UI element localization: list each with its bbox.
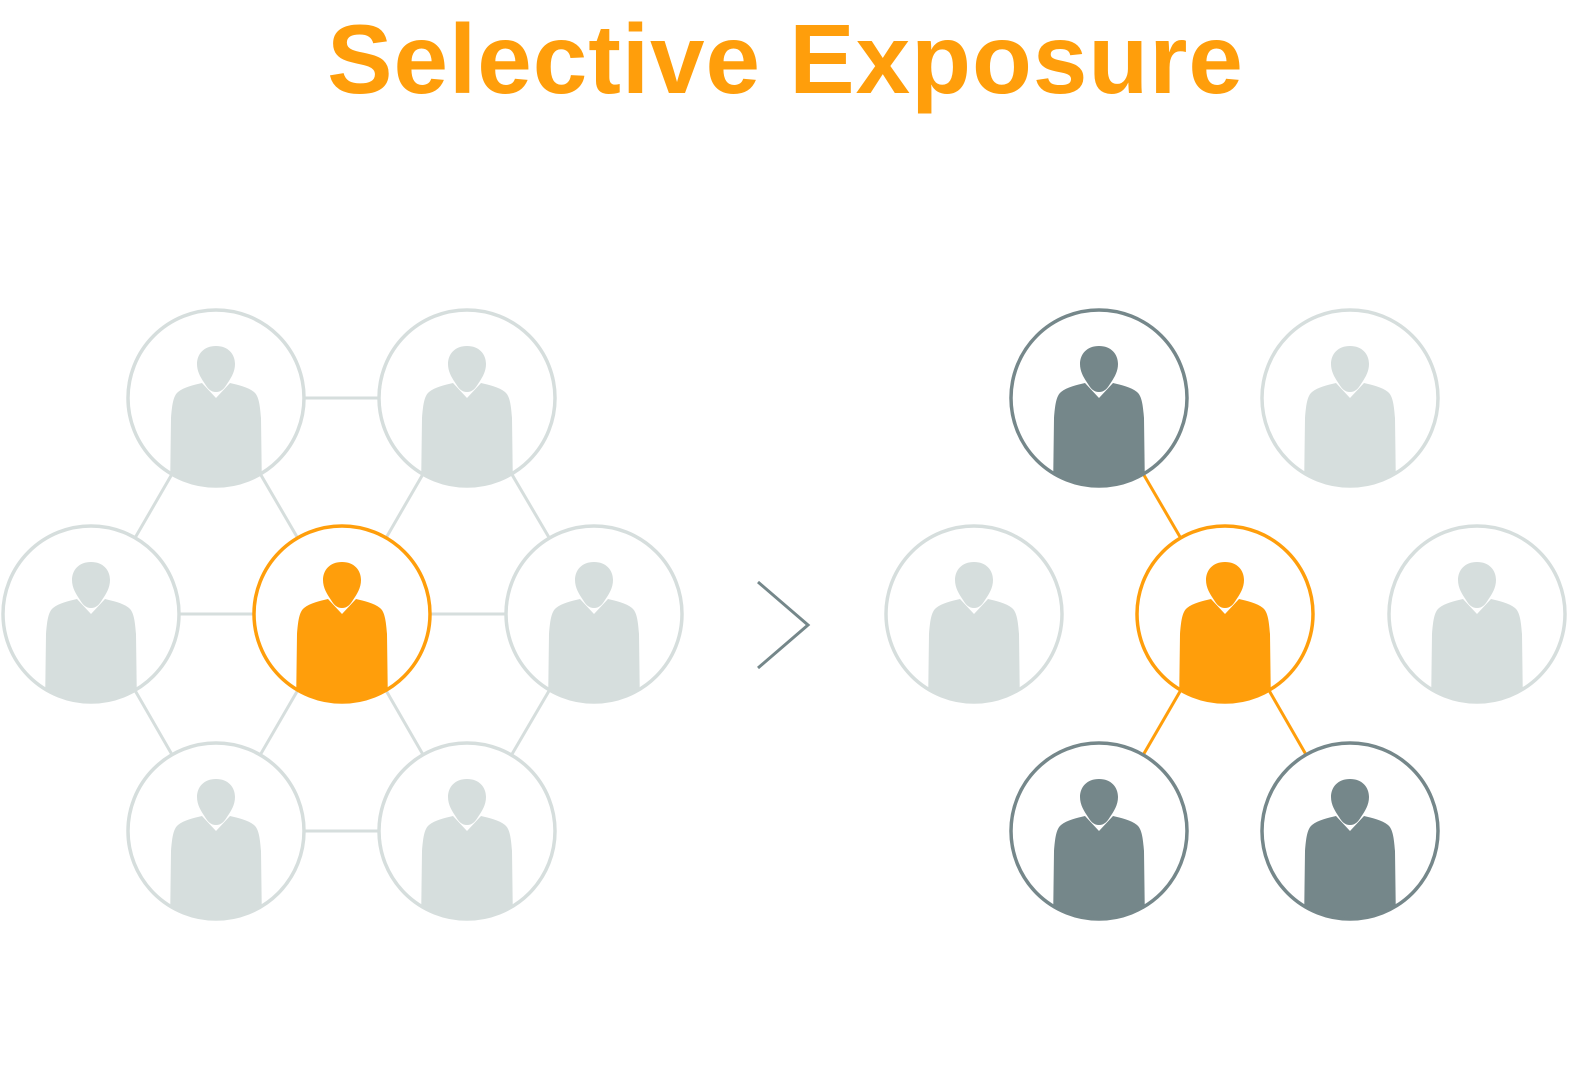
person-node-inactive	[1387, 524, 1567, 704]
person-icon	[45, 562, 137, 701]
chevron-right-icon	[757, 580, 811, 670]
person-icon	[170, 346, 262, 485]
person-icon	[1431, 562, 1523, 701]
person-icon	[421, 779, 513, 918]
network-after	[884, 308, 1567, 921]
person-node-connected	[1009, 308, 1189, 488]
person-icon	[1053, 346, 1145, 485]
person-node-inactive	[126, 741, 306, 921]
person-icon	[1053, 779, 1145, 918]
person-node-inactive	[126, 308, 306, 488]
person-icon	[170, 779, 262, 918]
person-icon	[1179, 562, 1271, 701]
person-node-inactive	[1260, 308, 1440, 488]
person-icon	[421, 346, 513, 485]
person-node-selected	[1135, 524, 1315, 704]
person-icon	[1304, 346, 1396, 485]
person-icon	[548, 562, 640, 701]
network-before	[1, 308, 684, 921]
person-node-inactive	[377, 741, 557, 921]
person-node-connected	[1260, 741, 1440, 921]
person-icon	[928, 562, 1020, 701]
person-node-inactive	[1, 524, 181, 704]
person-icon	[296, 562, 388, 701]
person-node-inactive	[377, 308, 557, 488]
diagram-title: Selective Exposure	[327, 4, 1244, 114]
person-node-connected	[1009, 741, 1189, 921]
person-node-selected	[252, 524, 432, 704]
person-node-inactive	[884, 524, 1064, 704]
person-icon	[1304, 779, 1396, 918]
person-node-inactive	[504, 524, 684, 704]
